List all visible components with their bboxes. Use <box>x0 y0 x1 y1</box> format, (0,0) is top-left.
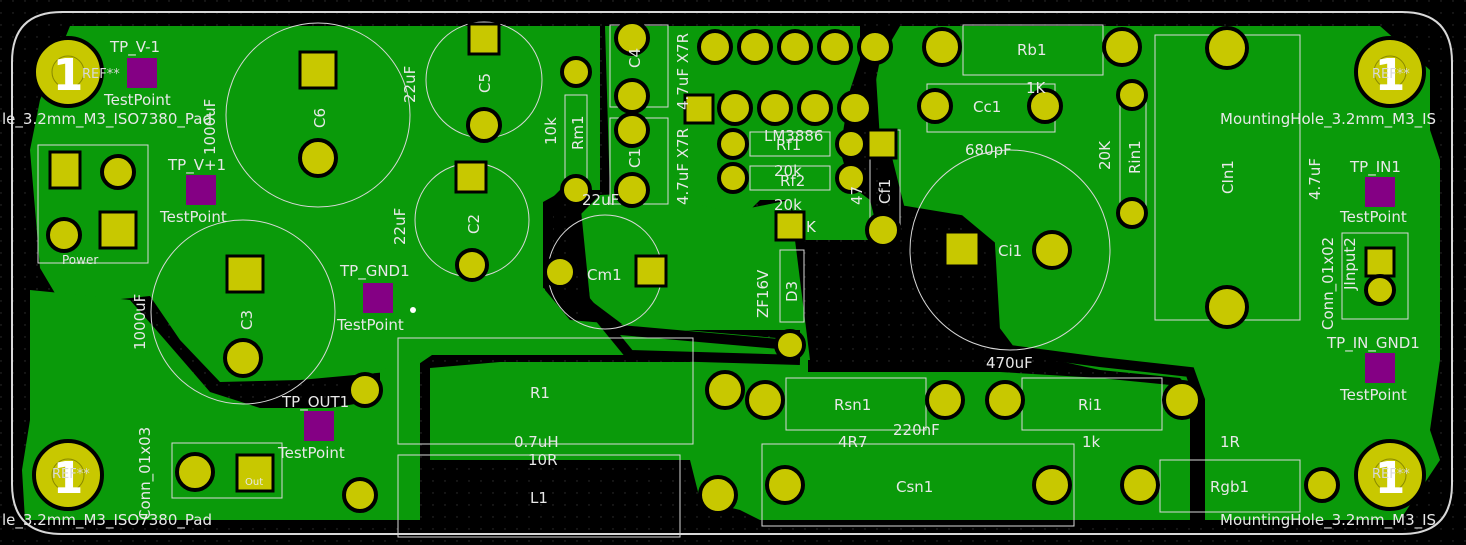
label-c4: C4 <box>626 48 644 68</box>
label-tp-v-plus-sub: TestPoint <box>159 208 227 226</box>
label-rgb1: Rgb1 <box>1210 478 1249 496</box>
label-rf2: Rf2 <box>780 172 805 190</box>
label-out: Out <box>245 477 263 488</box>
mh-bl-number: 1 <box>53 453 84 504</box>
label-1000uf-a: 1000uF <box>131 294 149 350</box>
mounting-hole-tl[interactable]: 1 REF** <box>32 36 120 108</box>
label-4r7: 4R7 <box>838 433 868 451</box>
label-d3: D3 <box>783 281 801 302</box>
label-47: 47 <box>848 186 866 205</box>
label-rin1: Rin1 <box>1126 140 1144 174</box>
testpoint-out[interactable] <box>304 411 334 441</box>
silk-labels: TP_V-1 TestPoint TP_V+1 TestPoint TP_GND… <box>2 38 1436 530</box>
testpoint-v-plus[interactable] <box>186 175 216 205</box>
label-c6: C6 <box>311 108 329 128</box>
label-22uf-b: 22uF <box>391 208 409 245</box>
testpoint-in-gnd[interactable] <box>1365 353 1395 383</box>
label-tp-out: TP_OUT1 <box>281 393 349 412</box>
label-x7r-a: 4.7uF X7R <box>674 33 692 110</box>
label-10r: 10R <box>528 451 558 469</box>
mounting-hole-br[interactable]: 1 REF** <box>1354 439 1426 511</box>
label-tp-gnd: TP_GND1 <box>339 262 410 281</box>
label-l1: L1 <box>530 489 548 507</box>
label-10k: 10k <box>542 117 560 145</box>
label-mh-bl: le_3.2mm_M3_ISO7380_Pad <box>2 511 212 530</box>
label-mh-tl: le_3.2mm_M3_ISO7380_Pad <box>2 110 212 129</box>
label-tp-in: TP_IN1 <box>1349 158 1401 177</box>
label-ci1: Ci1 <box>998 242 1022 260</box>
label-1k-b: 1k <box>1082 433 1101 451</box>
label-conn-mo: Conn_01x03 <box>136 427 155 520</box>
testpoint-in[interactable] <box>1365 177 1395 207</box>
label-jinput2: JInput2 <box>1341 237 1359 291</box>
label-cm1: Cm1 <box>587 266 622 284</box>
label-cf1: Cf1 <box>876 179 894 204</box>
label-tp-in-sub: TestPoint <box>1339 208 1407 226</box>
label-ri1: Ri1 <box>1078 396 1102 414</box>
label-c2: C2 <box>465 214 483 234</box>
fiducial-dot <box>410 307 416 313</box>
label-680pf: 680pF <box>965 141 1012 159</box>
ref-bl: REF** <box>52 467 90 482</box>
label-csn1: Csn1 <box>896 478 933 496</box>
label-tp-in-gnd: TP_IN_GND1 <box>1326 334 1420 353</box>
label-20k-b: 20k <box>774 196 802 214</box>
label-zf16v: ZF16V <box>754 269 772 318</box>
label-1r: 1R <box>1220 433 1240 451</box>
ref-tr: REF** <box>1372 67 1410 82</box>
pads[interactable] <box>46 20 1396 515</box>
label-20k-in: 20K <box>1096 140 1114 170</box>
ref-br: REF** <box>1372 467 1410 482</box>
label-cc1: Cc1 <box>973 98 1001 116</box>
label-rf1: Rf1 <box>776 136 801 154</box>
mounting-hole-bl[interactable]: 1 REF** <box>32 439 104 511</box>
label-tp-v-minus-sub: TestPoint <box>103 91 171 109</box>
mh-br-number: 1 <box>1375 453 1406 504</box>
mh-tl-number: 1 <box>53 50 84 101</box>
label-470uf: 470uF <box>986 354 1033 372</box>
label-cin1: CIn1 <box>1219 160 1237 194</box>
label-tp-in-gnd-sub: TestPoint <box>1339 386 1407 404</box>
label-1000uf-b: 1000uF <box>201 99 219 155</box>
label-c3: C3 <box>238 310 256 330</box>
copper-zone-main <box>22 26 810 520</box>
label-4-7uf-in: 4.7uF <box>1306 158 1324 200</box>
board-outline <box>11 11 1453 535</box>
label-22uf-a: 22uF <box>401 66 419 103</box>
label-20k-a: 20k <box>774 162 802 180</box>
label-1k-a: 1K <box>1026 79 1047 97</box>
label-tp-v-plus: TP_V+1 <box>167 156 226 175</box>
label-lm3886: LM3886 <box>764 127 823 145</box>
testpoint-v-minus[interactable] <box>127 58 157 88</box>
label-r1: R1 <box>530 384 550 402</box>
label-k: K <box>806 218 817 236</box>
label-power: Power <box>62 253 98 267</box>
ref-tl: REF** <box>82 67 120 82</box>
label-x7r-b: 4.7uF X7R <box>674 128 692 205</box>
label-tp-v-minus: TP_V-1 <box>109 38 160 57</box>
label-c5: C5 <box>476 73 494 93</box>
label-mh-br: MountingHole_3.2mm_M3_IS <box>1220 511 1436 530</box>
label-tp-gnd-sub: TestPoint <box>336 316 404 334</box>
label-rm1: Rm1 <box>569 115 587 150</box>
silk-labels-rotated: C6 22uF C5 C2 22uF C3 1000uF 1000uF C4 C… <box>131 33 1359 520</box>
label-c1: C1 <box>626 148 644 168</box>
label-rb1: Rb1 <box>1017 41 1047 59</box>
mh-tr-number: 1 <box>1375 50 1406 101</box>
label-0-7uh: 0.7uH <box>514 433 559 451</box>
label-rsn1: Rsn1 <box>834 396 871 414</box>
label-tp-out-sub: TestPoint <box>277 444 345 462</box>
label-22uf-cm: 22uF <box>582 191 619 209</box>
label-conn-ui: Conn_01x02 <box>1319 237 1338 330</box>
label-mh-tr: MountingHole_3.2mm_M3_IS <box>1220 110 1436 129</box>
testpoint-gnd[interactable] <box>363 283 393 313</box>
mounting-hole-tr[interactable]: 1 REF** <box>1354 36 1426 108</box>
label-220nf: 220nF <box>893 421 940 439</box>
